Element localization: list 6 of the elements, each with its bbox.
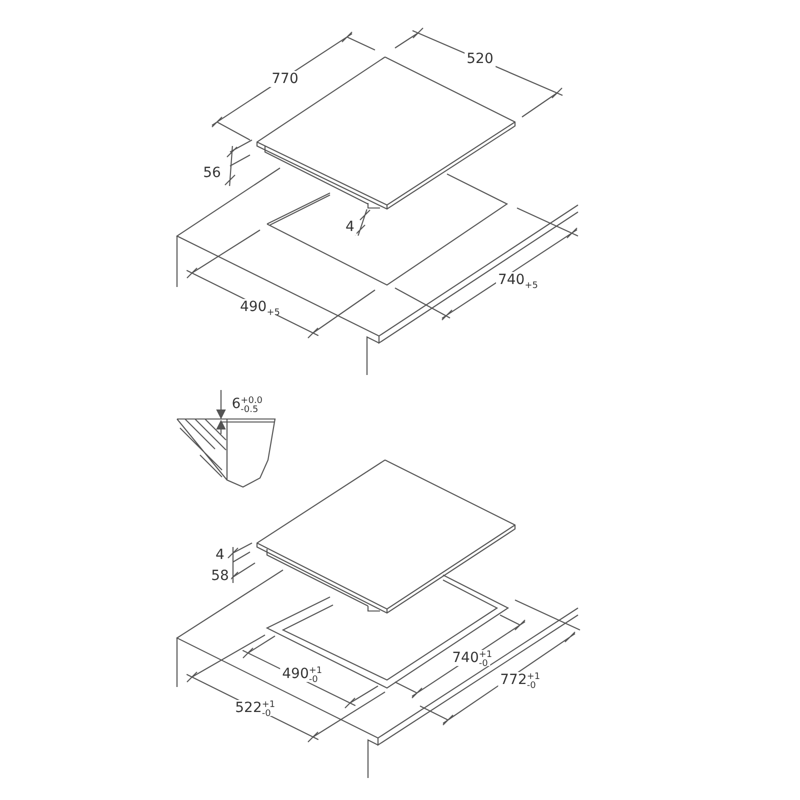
dimension-label: 520 [464, 51, 496, 67]
dimension-label: 4 [344, 219, 356, 235]
dimension-label: 740$_{+5}$ [496, 272, 540, 288]
dimension-label: 58 [209, 568, 231, 584]
dimension-label: 490$_{+5}$ [238, 299, 282, 315]
dimension-label: 770 [270, 71, 300, 87]
